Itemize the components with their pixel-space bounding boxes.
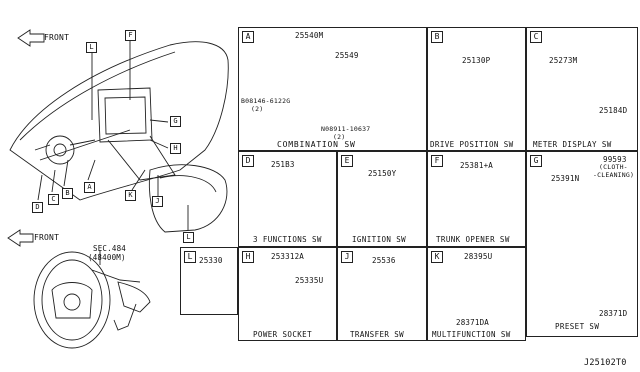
panel-letter: C: [530, 31, 542, 43]
front-arrow-icon-2: [7, 229, 34, 247]
panel-caption: MULTIFUNCTION SW: [432, 330, 511, 339]
panel-caption: PRESET SW: [555, 322, 600, 331]
panel-caption: IGNITION SW: [352, 235, 407, 244]
panel-g-preset-sw: G 99593 (CLOTH- -CLEANING) 25391N 28371D…: [526, 151, 638, 337]
panel-l: L 25330: [180, 247, 238, 315]
panel-letter: B: [431, 31, 443, 43]
part-number: 28371D: [599, 309, 628, 318]
part-number: 25391N: [551, 174, 580, 183]
panel-caption: METER DISPLAY SW: [533, 140, 612, 149]
panel-d-3-functions-sw: D 251B3 3 FUNCTIONS SW: [238, 151, 337, 247]
callout-tag: J: [152, 196, 163, 207]
part-number: 25150Y: [368, 169, 397, 178]
part-number: 99593: [603, 155, 627, 164]
panel-a-combination-sw: A 25540M 25549 B08146-6122G (2) N08911-1…: [238, 27, 427, 151]
part-number: 25184D: [599, 106, 628, 115]
part-number: 25549: [335, 51, 359, 60]
dashboard-outline: [9, 41, 229, 201]
panel-letter: K: [431, 251, 443, 263]
part-number: 25130P: [462, 56, 491, 65]
callout-tag: H: [170, 143, 181, 154]
part-note: (CLOTH-: [599, 163, 628, 171]
part-number: 25330: [199, 256, 223, 265]
callout-tag: D: [32, 202, 43, 213]
part-number: 25381+A: [460, 161, 494, 170]
panel-caption: COMBINATION SW: [277, 140, 356, 149]
part-number: 251B3: [271, 160, 295, 169]
part-number: 25540M: [295, 31, 324, 40]
part-number: 25273M: [549, 56, 578, 65]
panel-b-drive-position-sw: B 25130P DRIVE POSITION SW: [427, 27, 526, 151]
panel-e-ignition-sw: E 25150Y IGNITION SW: [337, 151, 427, 247]
front-label-lower: FRONT: [34, 233, 60, 242]
panel-letter: G: [530, 155, 542, 167]
panel-h-power-socket: H 253312A 25335U POWER SOCKET: [238, 247, 337, 341]
callout-tag: B: [62, 188, 73, 199]
part-number: 25335U: [295, 276, 324, 285]
front-label: FRONT: [44, 33, 70, 42]
part-number: 253312A: [271, 252, 305, 261]
nut-code: N08911-10637: [321, 125, 371, 133]
panel-letter: H: [242, 251, 254, 263]
bolt-code: B08146-6122G: [241, 97, 291, 105]
diagram-code: J25102T0: [584, 358, 627, 368]
section-ref-code: (48400M): [88, 253, 126, 262]
part-number: 28371DA: [456, 318, 490, 327]
panel-k-multifunction-sw: K 28395U 28371DA MULTIFUNCTION SW: [427, 247, 526, 341]
panel-letter: F: [431, 155, 443, 167]
panel-caption: TRANSFER SW: [350, 330, 405, 339]
panel-letter: D: [242, 155, 254, 167]
panel-c-meter-display-sw: C 25273M 25184D METER DISPLAY SW: [526, 27, 638, 151]
panel-caption: POWER SOCKET: [253, 330, 312, 339]
panel-f-trunk-opener-sw: F 25381+A TRUNK OPENER SW: [427, 151, 526, 247]
front-arrow-icon: [17, 29, 45, 47]
bolt-qty: (2): [251, 105, 264, 113]
panel-caption: 3 FUNCTIONS SW: [253, 235, 322, 244]
panel-letter: E: [341, 155, 353, 167]
panel-caption: DRIVE POSITION SW: [430, 140, 514, 149]
part-number: 28395U: [464, 252, 493, 261]
callout-tag: A: [84, 182, 95, 193]
panel-j-transfer-sw: J 25536 TRANSFER SW: [337, 247, 427, 341]
part-number: 25536: [372, 256, 396, 265]
nut-qty: (2): [333, 133, 346, 141]
panel-letter: L: [184, 251, 196, 263]
callout-tag: G: [170, 116, 181, 127]
section-ref: SEC.484: [93, 244, 127, 253]
callout-tag: F: [125, 30, 136, 41]
callout-tag: K: [125, 190, 136, 201]
panel-letter: J: [341, 251, 353, 263]
callout-tag: L: [183, 232, 194, 243]
callout-tag: C: [48, 194, 59, 205]
callout-tag: L: [86, 42, 97, 53]
panel-caption: TRUNK OPENER SW: [436, 235, 510, 244]
part-note: -CLEANING): [593, 171, 635, 179]
panel-letter: A: [242, 31, 254, 43]
